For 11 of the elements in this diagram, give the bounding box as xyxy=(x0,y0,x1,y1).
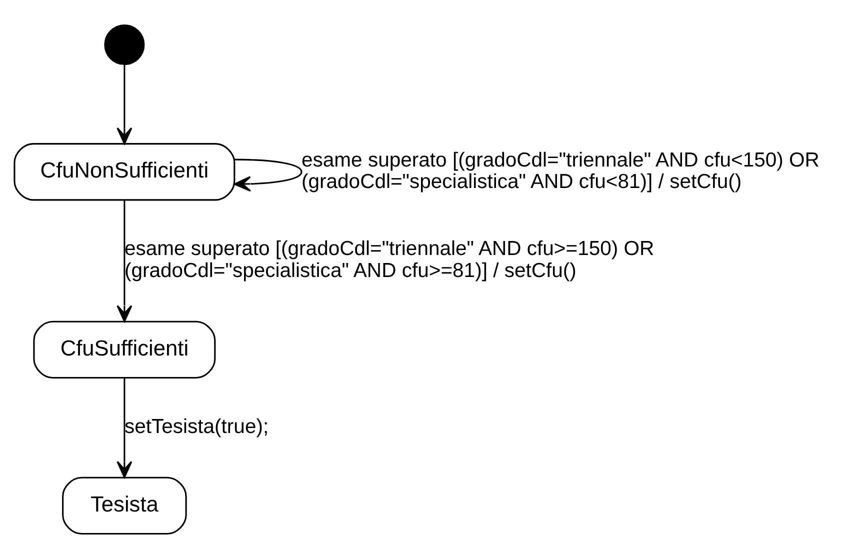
arrow xyxy=(116,199,132,322)
node-box: Tesista xyxy=(62,476,187,534)
node-box: CfuNonSufficienti xyxy=(14,142,236,200)
arrow xyxy=(116,377,132,478)
edge-label: esame superato [(gradoCdl="triennale" AND cfu>=150) OR (gradoCdl="specialistica" AND cfu>=81)] / setCfu() xyxy=(124,238,654,282)
node-circle xyxy=(104,24,145,65)
node-box: CfuSufficienti xyxy=(33,320,216,378)
edge-label: esame superato [(gradoCdl="triennale" AND cfu<150) OR (gradoCdl="specialistica" AND cfu<81)] / setCfu() xyxy=(301,148,820,193)
edge-label: setTesista(true); xyxy=(124,415,269,438)
arrow xyxy=(116,64,132,144)
arrow xyxy=(234,158,302,192)
